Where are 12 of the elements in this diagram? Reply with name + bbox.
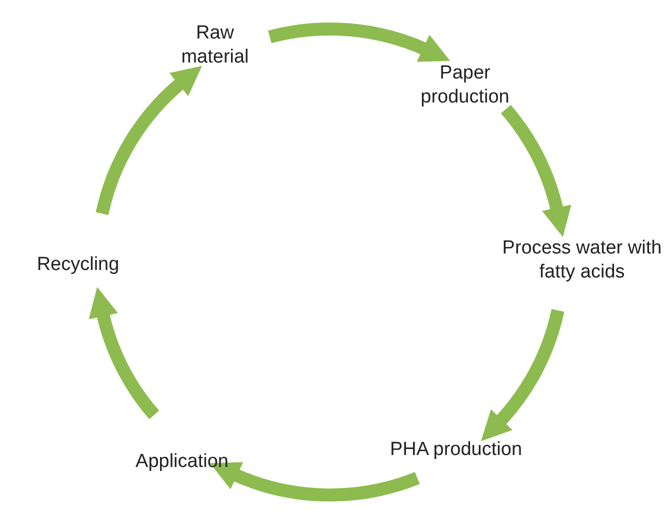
cycle-step-label: Raw material: [160, 21, 270, 69]
curved-arrow: [209, 462, 420, 502]
cycle-step-label: PHA production: [386, 438, 526, 462]
curved-arrow: [482, 308, 564, 442]
cycle-step-label: Process water with fatty acids: [500, 236, 664, 284]
cycle-step-label: Paper production: [395, 61, 535, 109]
curved-arrow: [89, 287, 160, 419]
curved-arrow: [500, 105, 571, 237]
curved-arrow: [268, 22, 451, 62]
curved-arrow: [96, 64, 202, 216]
cycle-step-label: Recycling: [18, 253, 138, 277]
cycle-step-label: Application: [112, 450, 252, 474]
